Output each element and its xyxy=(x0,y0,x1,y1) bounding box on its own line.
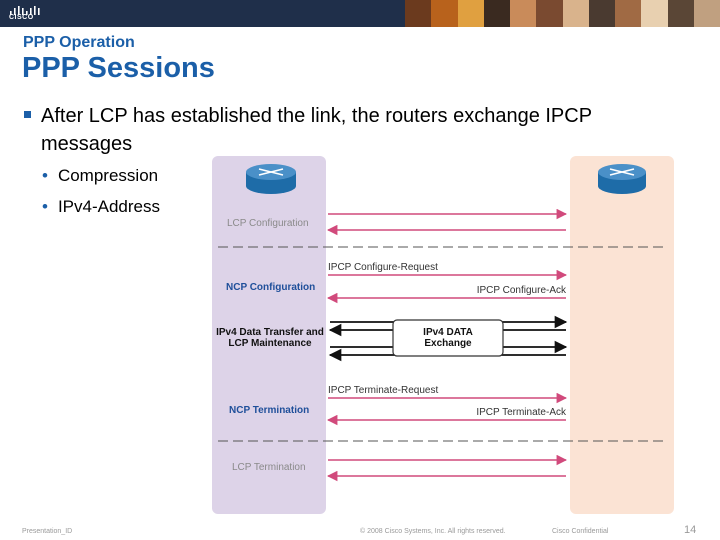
photo-tile xyxy=(641,0,668,27)
bullet-dot-icon: • xyxy=(42,197,48,216)
right-router-icon xyxy=(598,164,646,194)
page-number: 14 xyxy=(684,524,697,536)
photo-tile xyxy=(615,0,642,27)
sub-bullet-compression: •Compression xyxy=(42,166,159,185)
footer-copyright: © 2008 Cisco Systems, Inc. All rights re… xyxy=(360,528,506,535)
photo-tile xyxy=(483,0,510,27)
photo-tile xyxy=(562,0,589,27)
main-bullet-text: After LCP has established the link, the … xyxy=(41,105,592,155)
sub-bullet-ipv4-address: •IPv4-Address xyxy=(42,197,160,216)
photo-tile xyxy=(405,0,432,27)
footer-presentation-id: Presentation_ID xyxy=(22,528,73,535)
lcp-termination-label: LCP Termination xyxy=(232,462,306,473)
cisco-logo-icon xyxy=(10,6,40,15)
data-transfer-label-line1: IPv4 Data Transfer and xyxy=(216,327,324,338)
ipcp-configure-request-label: IPCP Configure-Request xyxy=(328,262,438,273)
exchange-label-line2: Exchange xyxy=(424,338,472,349)
photo-tile xyxy=(536,0,563,27)
ipcp-terminate-ack-label: IPCP Terminate-Ack xyxy=(476,407,567,418)
section-title: PPP Operation xyxy=(23,34,135,51)
right-router-panel xyxy=(570,156,674,514)
photo-tile xyxy=(457,0,484,27)
lcp-configuration-label: LCP Configuration xyxy=(227,218,309,229)
ipv4-data-exchange-box xyxy=(392,319,504,357)
left-router-icon xyxy=(246,164,296,194)
cisco-logo-text: CISCO xyxy=(9,14,34,21)
exchange-label-line1: IPv4 DATA xyxy=(423,327,473,338)
page-title: PPP Sessions xyxy=(22,52,215,84)
ncp-termination-label: NCP Termination xyxy=(229,405,309,416)
header-banner: CISCO xyxy=(0,0,720,27)
left-router-panel xyxy=(212,156,326,514)
ipcp-configure-ack-label: IPCP Configure-Ack xyxy=(477,285,567,296)
bullet-dot-icon: • xyxy=(42,166,48,185)
square-bullet-icon xyxy=(24,111,31,118)
data-transfer-label-line2: LCP Maintenance xyxy=(228,338,312,349)
photo-tile xyxy=(510,0,537,27)
photo-tile xyxy=(667,0,694,27)
ipcp-terminate-request-label: IPCP Terminate-Request xyxy=(328,385,438,396)
footer-confidential: Cisco Confidential xyxy=(552,528,609,535)
photo-tile xyxy=(431,0,458,27)
photo-tile xyxy=(588,0,615,27)
photo-strip xyxy=(405,0,720,27)
photo-tile xyxy=(693,0,720,27)
ncp-configuration-label: NCP Configuration xyxy=(226,282,315,293)
